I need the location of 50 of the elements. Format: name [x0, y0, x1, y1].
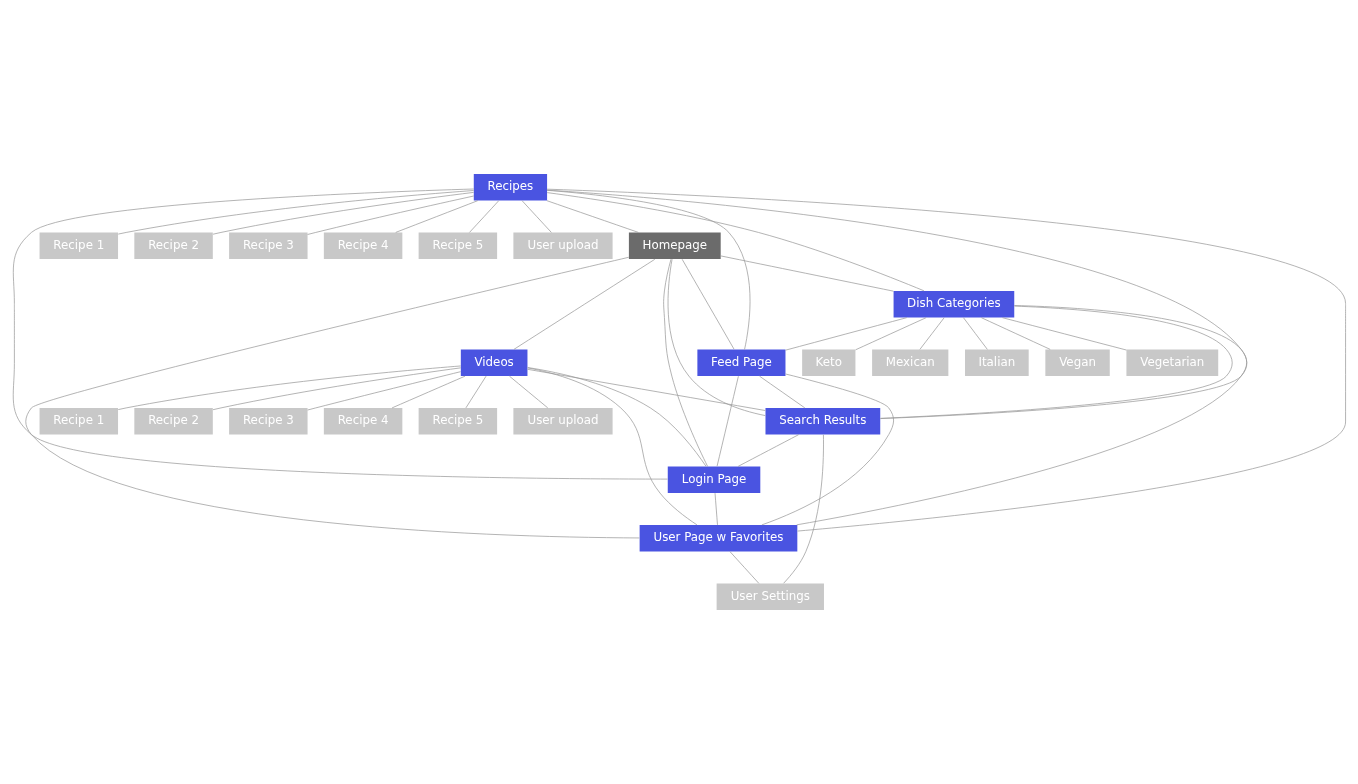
node-box: Recipes	[473, 173, 548, 201]
connector	[667, 258, 766, 416]
connector	[963, 317, 988, 350]
connector	[546, 188, 1346, 532]
connector	[546, 189, 1248, 419]
connector	[981, 317, 1051, 350]
connector	[527, 367, 707, 467]
connector	[513, 258, 656, 350]
connector	[663, 258, 708, 467]
node-box: Dish Categories	[893, 290, 1015, 318]
connector	[395, 200, 479, 233]
connector	[212, 192, 474, 235]
connector	[527, 368, 766, 411]
connector	[117, 365, 462, 410]
connector	[716, 375, 739, 467]
connector	[12, 188, 668, 480]
connector	[509, 375, 549, 409]
node-box: Feed Page	[697, 349, 786, 377]
connector	[761, 373, 894, 526]
connector	[546, 200, 639, 233]
connector	[465, 375, 487, 409]
connector	[307, 195, 475, 235]
connector	[527, 367, 698, 526]
connector	[796, 305, 1248, 526]
connector	[307, 371, 461, 411]
connector	[880, 305, 1233, 419]
connector	[759, 375, 806, 409]
connector	[681, 258, 735, 350]
connector	[469, 200, 500, 233]
connector	[785, 317, 908, 351]
connector	[855, 317, 927, 351]
connector	[391, 375, 466, 409]
node-box: Homepage	[628, 232, 721, 260]
connector	[737, 434, 800, 467]
connector	[714, 492, 718, 526]
connector	[212, 367, 462, 411]
connector	[919, 317, 945, 350]
node-box: Login Page	[667, 466, 761, 494]
connector	[25, 256, 640, 539]
connector	[117, 190, 474, 235]
connector	[1002, 317, 1127, 351]
connector	[546, 192, 925, 292]
connector	[521, 200, 552, 233]
node-box: Search Results	[765, 407, 881, 435]
connector	[729, 551, 760, 584]
connector	[720, 255, 894, 292]
node-box: Videos	[460, 349, 528, 377]
node-box: User Page w Favorites	[639, 524, 798, 552]
connector	[546, 189, 751, 350]
connector	[783, 434, 824, 584]
